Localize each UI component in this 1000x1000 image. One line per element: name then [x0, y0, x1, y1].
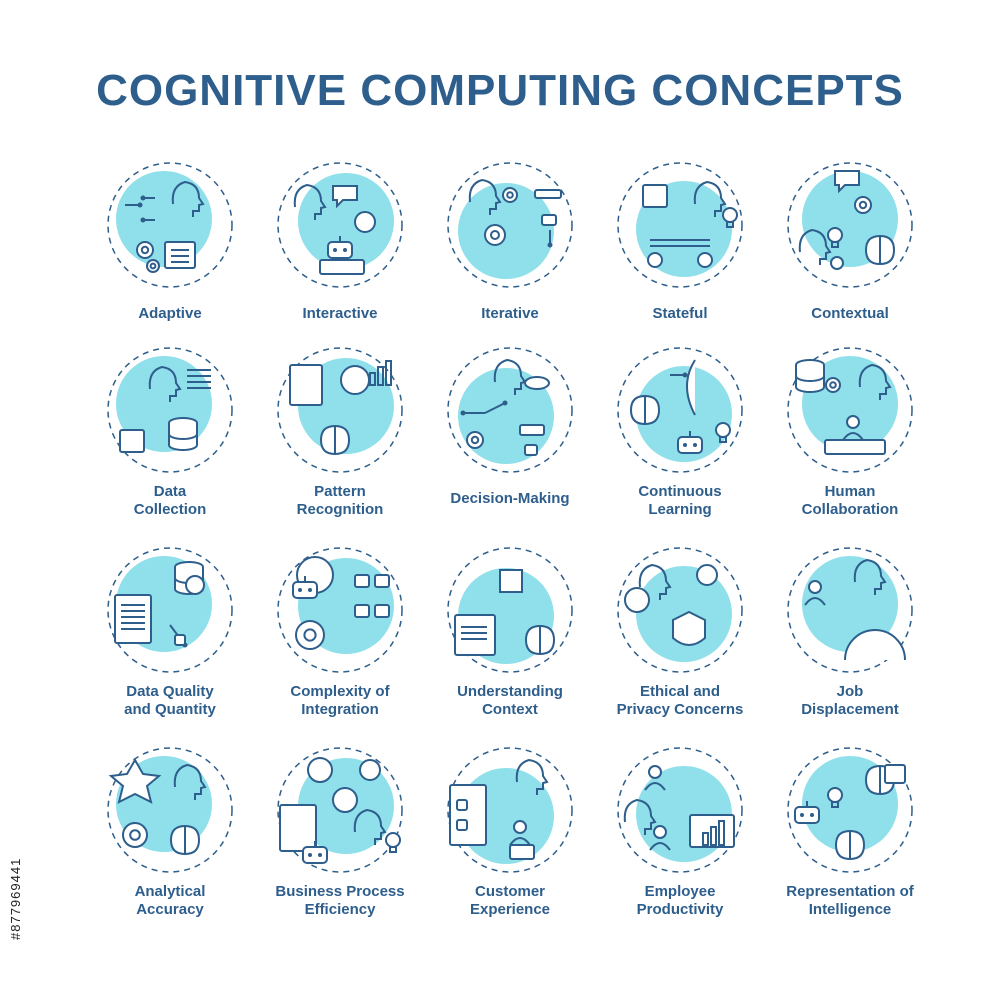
concept-label-line: Collection [133, 501, 207, 518]
concept-label-line: Efficiency [304, 901, 376, 918]
concept-label-line: Learning [648, 501, 712, 518]
concept-label-line: Continuous [638, 483, 722, 500]
concept-label-line: Contextual [811, 305, 889, 322]
robot-magnet-gear-flow-icon [277, 547, 403, 673]
concept-label: Adaptive [85, 305, 255, 323]
concept-label-line: Ethical and [639, 683, 721, 700]
stock-id-label: #877969441 [8, 857, 23, 940]
concept-adaptive: Adaptive [85, 160, 255, 355]
concept-label-line: and Quantity [124, 701, 216, 718]
concept-label-line: Context [482, 701, 538, 718]
concept-decision-making: Decision-Making [425, 345, 595, 540]
concept-label-line: Understanding [457, 683, 563, 700]
concept-label-line: Displacement [801, 701, 899, 718]
star-target-badge-brains-icon [107, 747, 233, 873]
concept-label-line: Business Process [275, 883, 405, 900]
chat-gear-brain-emotions-icon [787, 162, 913, 288]
binary-charts-brain-icon [277, 347, 403, 473]
phone-profile-customer-heart-icon [447, 747, 573, 873]
concept-label: Interactive [255, 305, 425, 323]
concept-contextual: Contextual [765, 160, 935, 355]
concept-label-line: Interactive [302, 305, 378, 322]
head-eye-shield-lock-icon [617, 547, 743, 673]
concept-interactive: Interactive [255, 160, 425, 355]
concept-label-line: Employee [644, 883, 716, 900]
puzzle-steps-lightbulb-icon [617, 162, 743, 288]
person-bindle-risk-gauge-icon [787, 547, 913, 673]
concept-label-line: Stateful [652, 305, 708, 322]
brain-arrows-robot-icon [617, 347, 743, 473]
concept-label-line: Customer [474, 883, 545, 900]
concept-label-line: Iterative [481, 305, 539, 322]
concept-label-line: Data [153, 483, 187, 500]
concept-label-line: Data Quality [126, 683, 214, 700]
concept-label: Stateful [595, 305, 765, 323]
concept-label-line: Integration [301, 701, 379, 718]
concept-iterative: Iterative [425, 160, 595, 355]
page-title: COGNITIVE COMPUTING CONCEPTS [96, 66, 904, 115]
concept-label: Contextual [765, 305, 935, 323]
head-chat-robot-laptop-icon [277, 162, 403, 288]
head-binary-database-chip-icon [107, 347, 233, 473]
concept-label-line: Job [836, 683, 864, 700]
database-gears-team-table-icon [787, 347, 913, 473]
concept-label-line: Human [824, 483, 876, 500]
head-eye-arrows-flowchart-icon [447, 347, 573, 473]
concept-label-line: Experience [469, 901, 551, 918]
concept-stateful: Stateful [595, 160, 765, 355]
concept-label-line: Collaboration [801, 501, 899, 518]
puzzle-document-network-icon [447, 547, 573, 673]
concept-label-line: Complexity of [290, 683, 390, 700]
concept-label-line: Pattern [314, 483, 366, 500]
concept-label-line: Recognition [296, 501, 384, 518]
concept-label-line: Decision-Making [450, 490, 570, 507]
strategy-board-dollar-robot-icon [277, 747, 403, 873]
concept-label-line: Intelligence [808, 901, 892, 918]
concept-label-line: Accuracy [136, 901, 204, 918]
concept-label-line: Privacy Concerns [616, 701, 744, 718]
concept-label-line: Adaptive [138, 305, 202, 322]
concept-label-line: Analytical [134, 883, 206, 900]
concept-label-line: Productivity [636, 901, 724, 918]
concept-label: Iterative [425, 305, 595, 323]
head-arrows-gears-checklist-icon [107, 162, 233, 288]
head-flowchart-cycle-icon [447, 162, 573, 288]
robot-bulb-brain-network-icon [787, 747, 913, 873]
concept-label: Decision-Making [425, 490, 595, 508]
abacus-database-network-icon [107, 547, 233, 673]
concept-label-line: Representation of [786, 883, 914, 900]
multitask-person-dashboard-icon [617, 747, 743, 873]
